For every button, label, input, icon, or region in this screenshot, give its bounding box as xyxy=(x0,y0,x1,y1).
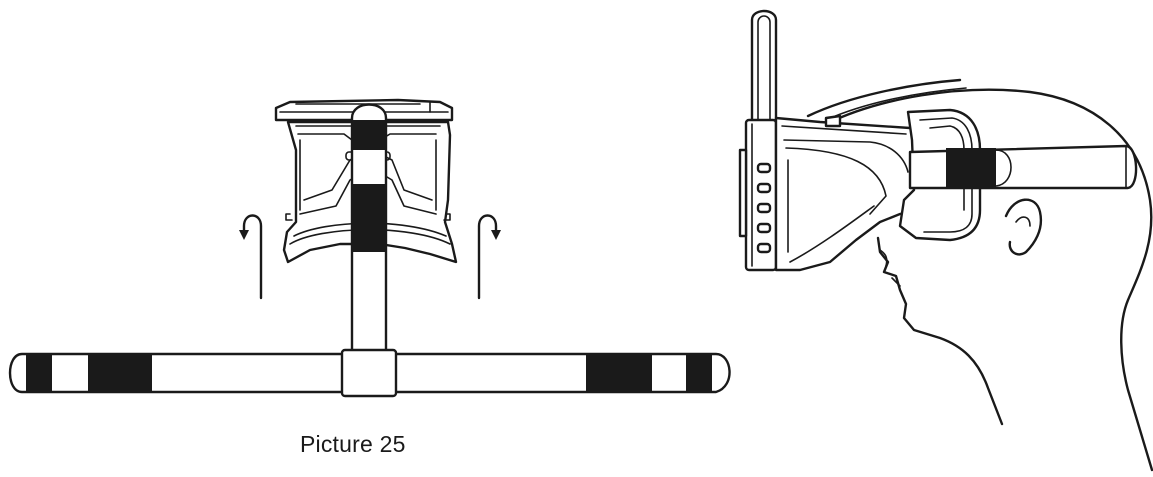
arrow-up-hook-icon xyxy=(239,214,263,300)
head-strap-icon xyxy=(8,103,731,398)
head-profile-icon xyxy=(824,88,1153,472)
arrow-up-hook-icon xyxy=(477,214,501,300)
head-strap-icon xyxy=(908,144,1138,190)
head-wearing-headset-figure xyxy=(738,9,1153,472)
figure-caption: Picture 25 xyxy=(300,431,406,457)
headset-with-strap-figure xyxy=(8,98,731,398)
headset-icon xyxy=(738,78,982,272)
